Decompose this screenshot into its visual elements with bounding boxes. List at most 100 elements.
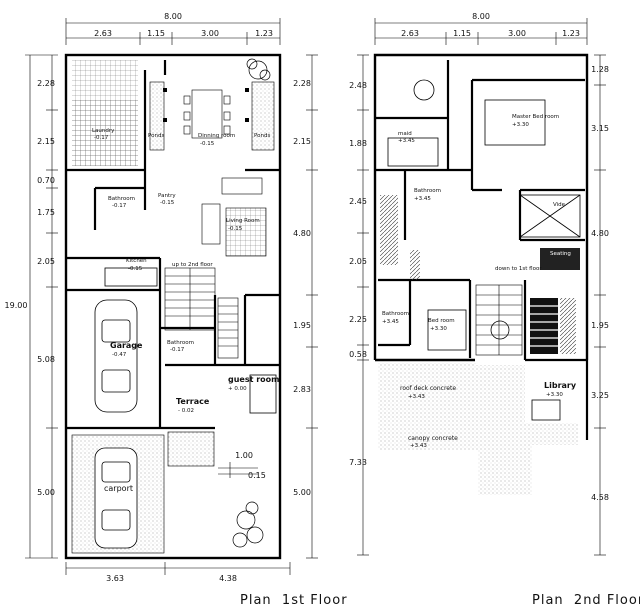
bedroom-bed [427,309,467,351]
svg-text:Bathroom: Bathroom [167,340,194,346]
svg-text:carport: carport [104,484,133,493]
svg-text:Terrace: Terrace [176,397,210,406]
svg-text:- 0.02: - 0.02 [178,408,194,414]
svg-text:roof deck concrete: roof deck concrete [400,385,456,392]
kitchen-counter [104,267,158,287]
svg-text:1.15: 1.15 [453,29,471,38]
svg-text:Laundry: Laundry [92,128,115,134]
svg-text:0.70: 0.70 [37,176,55,185]
svg-text:7.33: 7.33 [349,458,367,467]
plan1-outer-wall [64,53,282,560]
svg-text:Vide: Vide [553,202,566,208]
plan-2nd-floor [357,18,606,556]
svg-text:Bathroom: Bathroom [382,311,409,317]
svg-text:19.00: 19.00 [5,301,28,310]
svg-text:4.38: 4.38 [219,574,237,583]
svg-text:2.63: 2.63 [94,29,112,38]
svg-text:+3.43: +3.43 [408,394,425,400]
plan1-trees [232,58,271,548]
plan2-labels: 8.00 2.63 1.15 3.00 1.23 2.48 1.88 2.45 … [349,12,640,608]
svg-text:Living Room: Living Room [226,218,260,224]
plan2-stairs [475,284,523,356]
svg-text:Library: Library [544,381,577,390]
svg-text:+3.43: +3.43 [410,443,427,449]
plan-1st-floor [25,18,318,575]
front-garden [167,431,215,467]
svg-text:Garage: Garage [110,341,143,350]
svg-text:down to 1st floor: down to 1st floor [495,266,542,272]
svg-text:+3.45: +3.45 [414,196,431,202]
garage-car [94,299,138,413]
plan2-interior-walls [375,60,589,440]
svg-text:Master Bed room: Master Bed room [512,114,559,120]
svg-text:2.05: 2.05 [349,257,367,266]
p1-top-total: 8.00 [164,12,182,21]
svg-text:-0.15: -0.15 [128,266,143,272]
svg-text:2.83: 2.83 [293,385,311,394]
pond-right [251,81,275,151]
svg-text:3.63: 3.63 [106,574,124,583]
svg-text:+3.30: +3.30 [430,326,447,332]
svg-text:2.63: 2.63 [401,29,419,38]
svg-text:Kitchen: Kitchen [126,258,147,264]
plan1-stairs [164,267,239,359]
svg-text:3.25: 3.25 [591,391,609,400]
roof-deck [378,363,476,423]
svg-text:1.75: 1.75 [37,208,55,217]
library-desk [531,399,561,421]
seating-area [540,248,580,270]
svg-text:Bathroom: Bathroom [108,196,135,202]
svg-text:2.28: 2.28 [37,79,55,88]
svg-text:-0.15: -0.15 [160,200,175,206]
svg-text:4.80: 4.80 [591,229,609,238]
svg-text:2.25: 2.25 [349,315,367,324]
svg-text:2.48: 2.48 [349,81,367,90]
pond-left [149,81,165,151]
svg-text:-0.17: -0.17 [170,347,185,353]
void-stair-dark [530,298,558,354]
svg-text:0.15: 0.15 [248,471,266,480]
svg-text:+ 0.00: + 0.00 [228,386,247,392]
svg-text:3.15: 3.15 [591,124,609,133]
svg-text:+3.30: +3.30 [512,122,529,128]
svg-text:-0.47: -0.47 [112,352,127,358]
svg-text:canopy concrete: canopy concrete [408,435,458,442]
svg-text:1.95: 1.95 [591,321,609,330]
svg-text:+3.45: +3.45 [382,319,399,325]
plan1-dimension-lines [25,18,318,575]
svg-text:Ponds: Ponds [254,133,270,139]
plan1-title: Plan 1st Floor [240,593,348,608]
canopy [378,423,578,495]
svg-text:Pantry: Pantry [158,193,176,199]
maid-bed [387,137,439,167]
plan2-title: Plan 2nd Floor [532,593,640,608]
svg-text:4.58: 4.58 [591,493,609,502]
svg-text:2.15: 2.15 [37,137,55,146]
svg-text:2.45: 2.45 [349,197,367,206]
svg-text:3.00: 3.00 [201,29,219,38]
svg-text:2.28: 2.28 [293,79,311,88]
svg-text:-0.15: -0.15 [228,226,243,232]
svg-text:3.00: 3.00 [508,29,526,38]
svg-text:Bed room: Bed room [428,318,455,324]
svg-text:2.15: 2.15 [293,137,311,146]
svg-text:1.23: 1.23 [255,29,273,38]
svg-text:2.05: 2.05 [37,257,55,266]
void-box [519,194,581,238]
svg-text:guest room: guest room [228,375,280,384]
plan2-outer-wall [373,53,589,362]
svg-text:+3.30: +3.30 [546,392,563,398]
svg-text:1.00: 1.00 [235,451,253,460]
plan2-dimension-lines [357,18,606,556]
svg-text:-0.17: -0.17 [94,135,109,141]
svg-text:Dinning room: Dinning room [198,133,235,139]
guest-bed [249,374,277,414]
svg-text:-0.17: -0.17 [112,203,127,209]
svg-text:1.95: 1.95 [293,321,311,330]
svg-text:5.08: 5.08 [37,355,55,364]
svg-text:up to 2nd floor: up to 2nd floor [172,262,213,268]
carport-car [94,447,138,549]
dining-table [183,89,231,139]
svg-text:maid: maid [398,131,412,137]
